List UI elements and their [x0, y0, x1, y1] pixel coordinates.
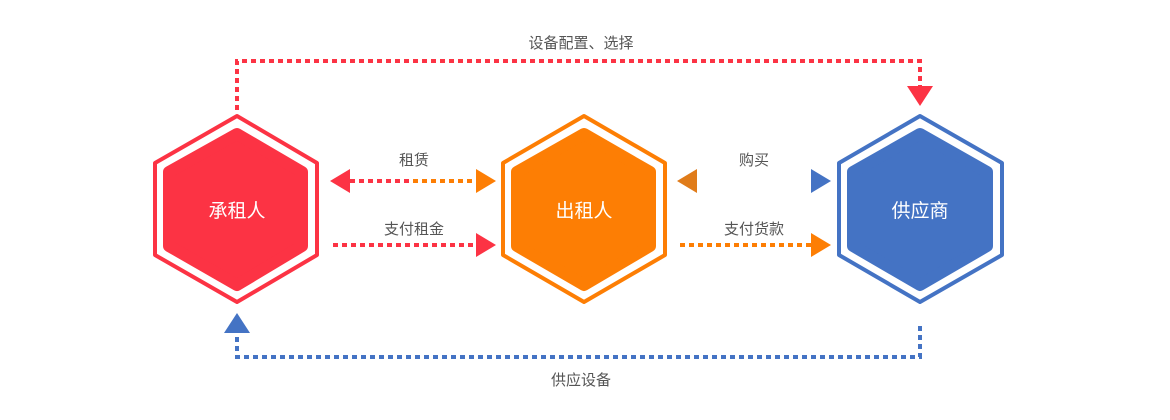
node-supplier-label: 供应商	[891, 200, 948, 222]
arrow-head-left-icon	[330, 169, 350, 193]
edge-pay-rent-label: 支付租金	[384, 220, 444, 238]
arrow-head-right-icon	[476, 169, 496, 193]
edge-buy: 购买	[677, 151, 831, 193]
arrow-head-up-icon	[224, 313, 250, 333]
arrow-head-right-icon	[811, 233, 831, 257]
hexagon-fill	[163, 128, 308, 291]
node-lessee: 承租人	[153, 114, 319, 304]
arrow-head-right-icon	[476, 233, 496, 257]
arrow-head-down-icon	[907, 86, 933, 106]
hexagon-fill	[847, 128, 993, 291]
edge-bottom-supply-equipment: 供应设备	[224, 313, 922, 389]
edge-bottom-label: 供应设备	[551, 371, 611, 389]
node-lessor: 出租人	[501, 114, 667, 304]
edge-rent: 租赁	[330, 151, 496, 193]
arrow-head-left-icon	[677, 169, 697, 193]
hexagon-fill	[511, 128, 656, 291]
edge-buy-label: 购买	[739, 151, 769, 169]
node-lessee-label: 承租人	[208, 200, 265, 222]
edge-top-label: 设备配置、选择	[528, 34, 633, 52]
edge-pay-goods: 支付货款	[680, 220, 831, 257]
edge-pay-rent: 支付租金	[333, 220, 496, 257]
node-supplier: 供应商	[837, 114, 1004, 304]
edge-rent-label: 租赁	[399, 151, 429, 169]
arrow-head-right-icon	[811, 169, 831, 193]
edge-pay-goods-label: 支付货款	[724, 220, 784, 238]
node-lessor-label: 出租人	[555, 200, 612, 222]
edge-top-equipment-selection: 设备配置、选择	[235, 34, 933, 110]
